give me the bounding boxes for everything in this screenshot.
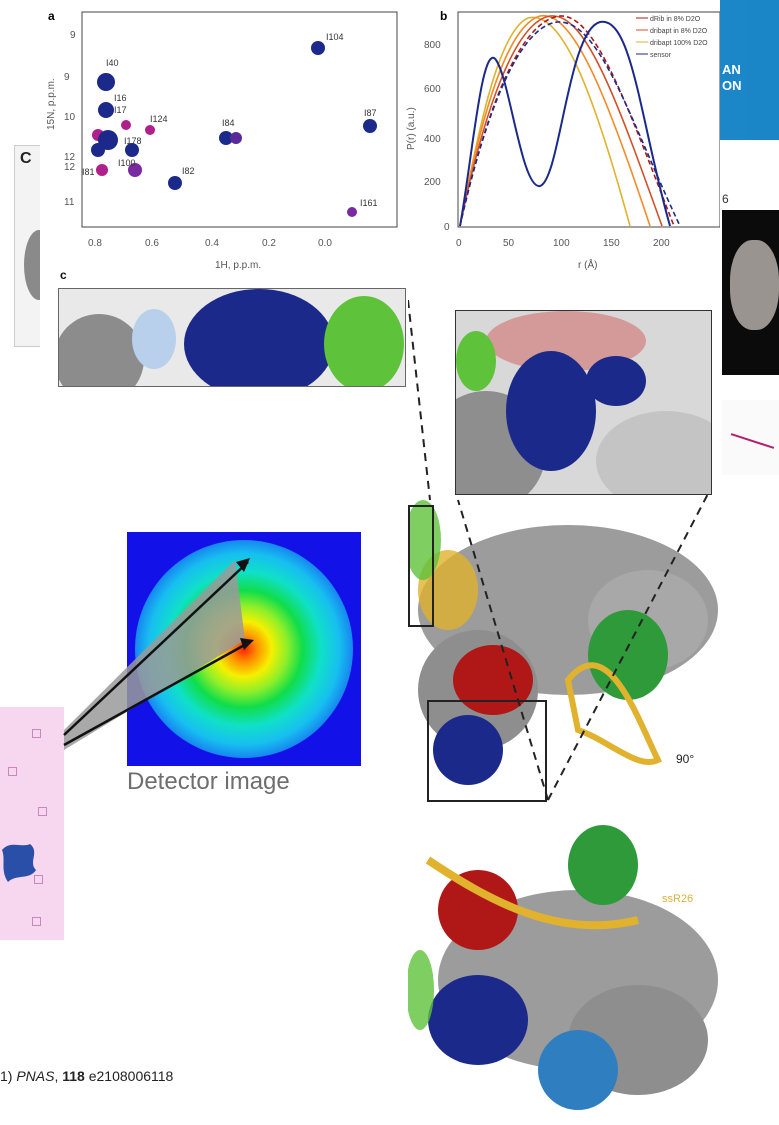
peak-label: I40 <box>106 58 119 68</box>
peak-label: I161 <box>360 198 378 208</box>
panel-c-label: c <box>60 268 67 282</box>
banner-text-line1: AN <box>722 62 741 77</box>
citation-volume: 118 <box>62 1068 85 1084</box>
zoom-box-marker <box>427 700 547 802</box>
peak-label: I87 <box>364 108 377 118</box>
svg-text:11: 11 <box>64 197 75 208</box>
nmr-spectrum-plot: 9 9 10 12 12 11 0.8 0.6 0.4 0.2 0.0 <box>46 9 398 271</box>
svg-text:9: 9 <box>70 30 76 41</box>
peak-label: I81 <box>82 167 95 177</box>
particle-marker <box>34 875 43 884</box>
citation-journal: PNAS <box>16 1068 55 1084</box>
svg-text:200: 200 <box>653 238 670 249</box>
svg-text:0: 0 <box>444 222 450 233</box>
panel-a-xlabel: 1H, p.p.m. <box>215 260 261 271</box>
banner-text-line2: ON <box>722 78 742 93</box>
particle-marker <box>32 729 41 738</box>
rna-label: ssR26 <box>662 893 694 905</box>
molecule-in-solution <box>2 844 36 882</box>
svg-text:800: 800 <box>424 40 441 51</box>
peak-label: I16 <box>114 93 127 103</box>
svg-text:50: 50 <box>503 238 515 249</box>
panel-a-label: a <box>48 9 55 23</box>
background-plot-fragment <box>722 400 779 475</box>
peak-label: I84 <box>222 118 235 128</box>
peak-label: I104 <box>326 32 344 42</box>
svg-text:0.6: 0.6 <box>145 238 159 249</box>
citation-prefix: 1) <box>0 1068 17 1084</box>
particle-marker <box>32 917 41 926</box>
complex-surface-image <box>58 288 406 387</box>
panel-b-xlabel: r (Å) <box>578 258 597 271</box>
distance-distribution-plot: 800 600 400 200 0 0 50 100 150 200 dRib … <box>406 9 720 271</box>
svg-text:0.4: 0.4 <box>205 238 219 249</box>
citation-article: e2108006118 <box>88 1068 174 1084</box>
background-protein-blob <box>730 240 779 330</box>
svg-text:0.2: 0.2 <box>262 238 276 249</box>
panel-b-label: b <box>440 9 447 23</box>
particle-marker <box>8 767 17 776</box>
rotation-label: 90° <box>676 752 695 766</box>
svg-text:0.8: 0.8 <box>88 238 102 249</box>
svg-text:10: 10 <box>64 112 76 123</box>
peak-label: I124 <box>150 114 168 124</box>
background-panel-label: C <box>20 150 32 167</box>
peak-label: I17 <box>114 105 127 115</box>
panel-b-ylabel: P(r) (a.u.) <box>406 107 417 150</box>
zoom-inset <box>455 310 712 495</box>
detector-caption: Detector image <box>127 768 290 795</box>
scattering-beam <box>63 558 254 750</box>
legend-entry: dribapt 100% D2O <box>650 40 708 47</box>
svg-text:100: 100 <box>553 238 570 249</box>
background-right-number: 6 <box>722 192 729 206</box>
svg-text:0: 0 <box>456 238 462 249</box>
svg-text:200: 200 <box>424 177 441 188</box>
svg-text:600: 600 <box>424 84 441 95</box>
svg-text:12: 12 <box>64 162 76 173</box>
legend-entry: sensor <box>650 52 672 59</box>
citation: 1) PNAS, 118 e2108006118 <box>0 1068 174 1084</box>
svg-text:400: 400 <box>424 134 441 145</box>
zoom-box-marker <box>408 505 434 627</box>
legend-entry: dRib in 8% D2O <box>650 16 701 23</box>
svg-text:9: 9 <box>64 72 70 83</box>
particle-marker <box>38 807 47 816</box>
svg-text:0.0: 0.0 <box>318 238 332 249</box>
panel-a-ylabel: 15N, p.p.m. <box>46 78 57 130</box>
peak-label: I178 <box>124 136 142 146</box>
legend-entry: dribapt in 8% D2O <box>650 28 708 35</box>
peak-label: I100 <box>118 158 136 168</box>
svg-text:150: 150 <box>603 238 620 249</box>
banner-text: AN ON <box>722 62 742 94</box>
sample-cell <box>0 707 64 940</box>
plot-line <box>730 433 775 449</box>
svg-text:12: 12 <box>64 152 76 163</box>
peak-label: I82 <box>182 166 195 176</box>
